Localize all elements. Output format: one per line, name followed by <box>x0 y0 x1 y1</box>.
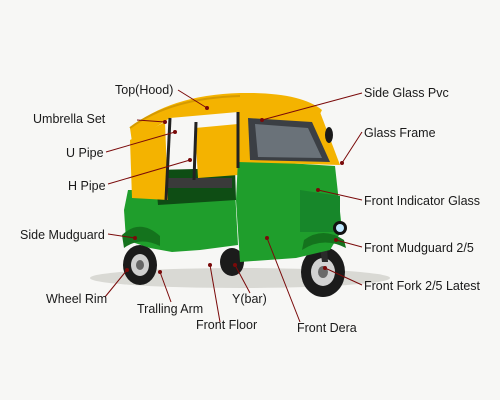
windshield-reflection <box>255 124 322 158</box>
leader-side-mudguard <box>107 233 136 239</box>
label-wheel-rim: Wheel Rim <box>46 292 108 306</box>
front-mudguard-shape <box>302 233 346 250</box>
leader-top-hood <box>177 89 208 109</box>
leader-glass-frame <box>341 131 363 164</box>
rear-yellow-panel <box>130 122 168 200</box>
front-dera-shape <box>300 190 340 232</box>
label-u-pipe: U Pipe <box>66 146 104 160</box>
leader-front-mudguard <box>335 239 363 248</box>
leader-u-pipe <box>105 131 176 153</box>
label-glass-frame: Glass Frame <box>364 126 436 140</box>
leader-front-indicator-glass <box>317 189 363 201</box>
label-tralling-arm: Tralling Arm <box>137 302 204 316</box>
leader-front-dera <box>266 237 301 323</box>
leader-wheel-rim <box>104 269 128 298</box>
leader-umbrella-set <box>136 119 166 123</box>
u-pipe-frame <box>164 117 172 201</box>
h-pipe-frame <box>192 121 198 181</box>
leader-front-fork <box>324 267 363 286</box>
label-y-bar: Y(bar) <box>232 292 267 306</box>
label-front-floor: Front Floor <box>196 318 258 332</box>
label-front-dera: Front Dera <box>297 321 357 335</box>
label-top-hood: Top(Hood) <box>115 83 174 97</box>
label-front-indicator-glass: Front Indicator Glass <box>364 194 481 208</box>
side-yellow-panel <box>195 124 238 178</box>
rear-wheel <box>123 245 157 285</box>
leader-side-glass-pvc <box>261 92 363 121</box>
label-h-pipe: H Pipe <box>68 179 106 193</box>
label-front-fork: Front Fork 2/5 Latest <box>364 279 481 293</box>
label-side-glass-pvc: Side Glass Pvc <box>364 86 449 100</box>
side-mudguard-shape <box>122 226 160 248</box>
leader-lines <box>104 89 363 323</box>
label-front-mudguard: Front Mudguard 2/5 <box>364 241 474 255</box>
side-mirror <box>325 127 333 143</box>
rear-seat <box>160 178 232 188</box>
label-side-mudguard: Side Mudguard <box>20 228 105 242</box>
leader-h-pipe <box>107 159 191 185</box>
label-umbrella-set: Umbrella Set <box>33 112 106 126</box>
leader-y-bar <box>234 264 251 294</box>
leader-dots <box>125 106 344 274</box>
leader-front-floor <box>209 264 221 323</box>
leader-tralling-arm <box>159 271 172 303</box>
rear-wheel-far <box>220 248 244 276</box>
